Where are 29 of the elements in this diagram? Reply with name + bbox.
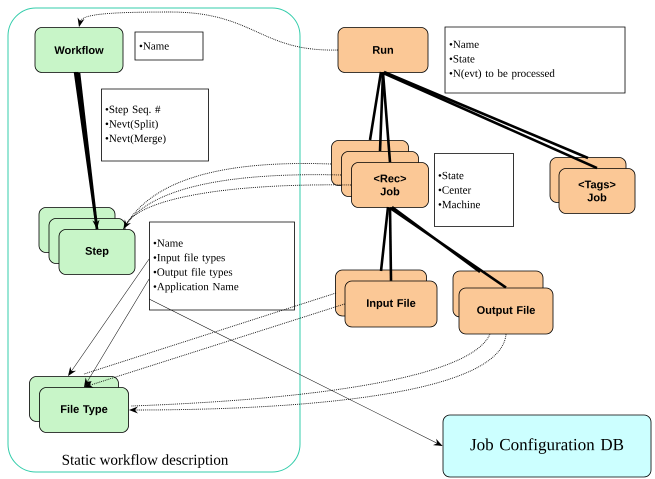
class-box-stack: Output File (452, 270, 554, 334)
dotted-line (122, 174, 342, 230)
class-box-stack: <Rec> Job (331, 140, 429, 208)
attribute-box: •State •Center •Machine (434, 153, 514, 227)
connector-line (368, 72, 382, 140)
dotted-line (84, 292, 336, 374)
class-box: Run (338, 27, 428, 73)
attribute-box: •Step Seq. # •Nevt(Split) •Nevt(Merge) (101, 88, 209, 162)
connector-line (382, 72, 598, 170)
dotted-arrow (78, 12, 338, 50)
connector-line (382, 72, 392, 162)
class-box-stack: Input File (335, 270, 438, 328)
connector-line (391, 206, 481, 274)
attribute-box: •Name (134, 32, 204, 60)
class-box-stack: <Tags> Job (550, 157, 636, 214)
class-box-stack: Step (38, 207, 136, 275)
attribute-box: •Name •State •N(evt) to be processed (444, 26, 626, 94)
attribute-box: •Name •Input file types •Output file types •Application Name (149, 222, 295, 310)
arrow (148, 298, 442, 446)
arrow (68, 258, 150, 376)
connector-line (378, 72, 384, 152)
connector-line (384, 70, 589, 160)
database-box: Job Configuration DB (442, 414, 652, 478)
class-box: Workflow (34, 27, 124, 73)
arrow (84, 278, 150, 387)
node-label: Job (380, 187, 400, 196)
connector-line (388, 208, 392, 281)
connector-line (380, 206, 390, 272)
class-box-stack: File Type (29, 376, 129, 433)
